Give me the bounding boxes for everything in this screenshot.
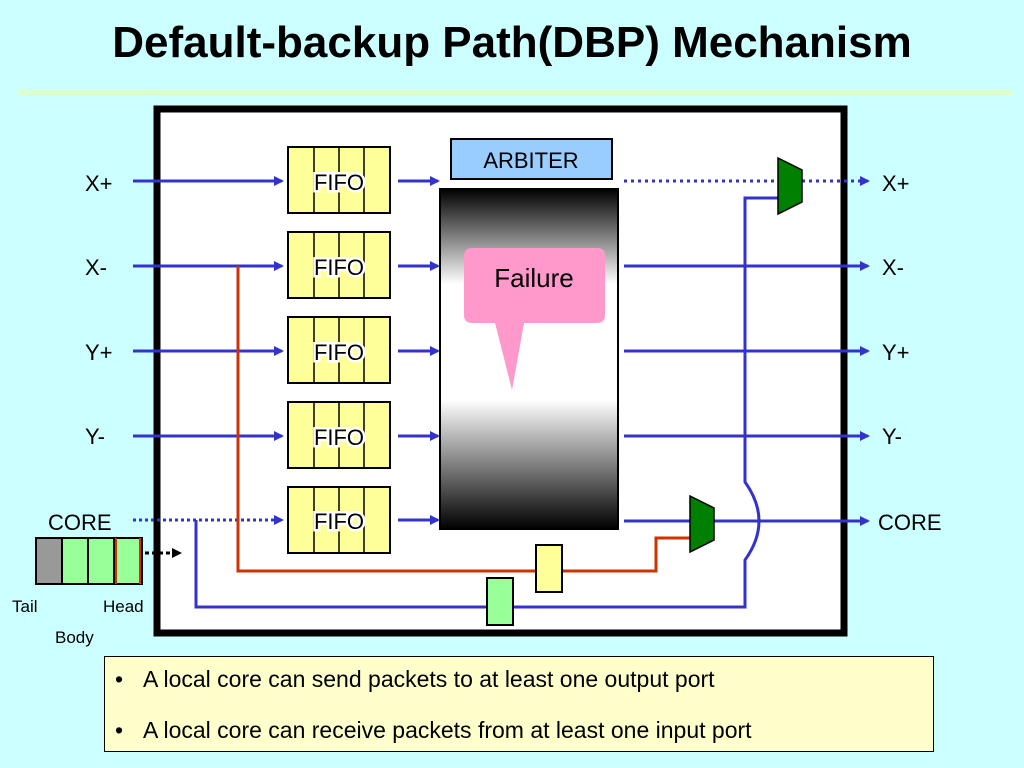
- input-label-x-plus: X+: [85, 171, 113, 196]
- input-label-y-plus: Y+: [85, 340, 113, 365]
- input-label-core: CORE: [48, 510, 112, 535]
- failure-callout: [464, 248, 605, 390]
- arbiter-box: [450, 138, 613, 180]
- backup-path-blue: [194, 196, 778, 609]
- bullet-text: A local core can send packets to at leas…: [143, 666, 715, 692]
- tail-label: Tail: [12, 597, 38, 616]
- fifo-x-minus: FIFO: [287, 231, 391, 299]
- mux-core: [689, 494, 715, 554]
- fifo-label: FIFO: [314, 170, 364, 195]
- output-label-y-minus: Y-: [882, 424, 902, 449]
- input-label-x-minus: X-: [85, 255, 107, 280]
- title-divider: [18, 90, 1014, 95]
- failure-label: Failure: [494, 263, 573, 293]
- mux-x-plus: [777, 156, 803, 216]
- output-label-x-plus: X+: [882, 171, 910, 196]
- fifo-core: FIFO: [287, 486, 391, 554]
- fifo-label: FIFO: [314, 255, 364, 280]
- fifo-y-minus: FIFO: [287, 401, 391, 469]
- fifo-y-plus: FIFO: [287, 316, 391, 384]
- bullet-item: •A local core can receive packets from a…: [115, 717, 752, 743]
- bullet-box: •A local core can send packets to at lea…: [104, 656, 934, 752]
- output-label-x-minus: X-: [882, 255, 904, 280]
- fifo-label: FIFO: [314, 340, 364, 365]
- router-diagram: X+ X- Y+ Y- CORE X+ X- Y+ Y- CORE FIFO F…: [12, 105, 942, 647]
- input-label-y-minus: Y-: [85, 424, 105, 449]
- backup-latch-red: [535, 544, 563, 593]
- backup-path-red: [236, 266, 696, 573]
- fifo-x-plus: FIFO: [287, 146, 391, 214]
- output-label-y-plus: Y+: [882, 340, 910, 365]
- backup-latch-blue: [486, 577, 514, 626]
- crossbar: [439, 188, 619, 530]
- flit-body: [87, 537, 115, 585]
- body-label: Body: [55, 628, 94, 647]
- packet-flits: [35, 537, 143, 585]
- flit-tail: [35, 537, 63, 585]
- flit-head: [113, 537, 143, 585]
- flit-body: [61, 537, 89, 585]
- bullet-item: •A local core can send packets to at lea…: [115, 666, 715, 692]
- fifo-label: FIFO: [314, 425, 364, 450]
- output-label-core: CORE: [878, 510, 942, 535]
- fifo-label: FIFO: [314, 509, 364, 534]
- arbiter-label: ARBITER: [483, 148, 578, 173]
- head-label: Head: [103, 597, 144, 616]
- slide-title: Default-backup Path(DBP) Mechanism: [112, 18, 912, 67]
- bullet-text: A local core can receive packets from at…: [143, 717, 752, 743]
